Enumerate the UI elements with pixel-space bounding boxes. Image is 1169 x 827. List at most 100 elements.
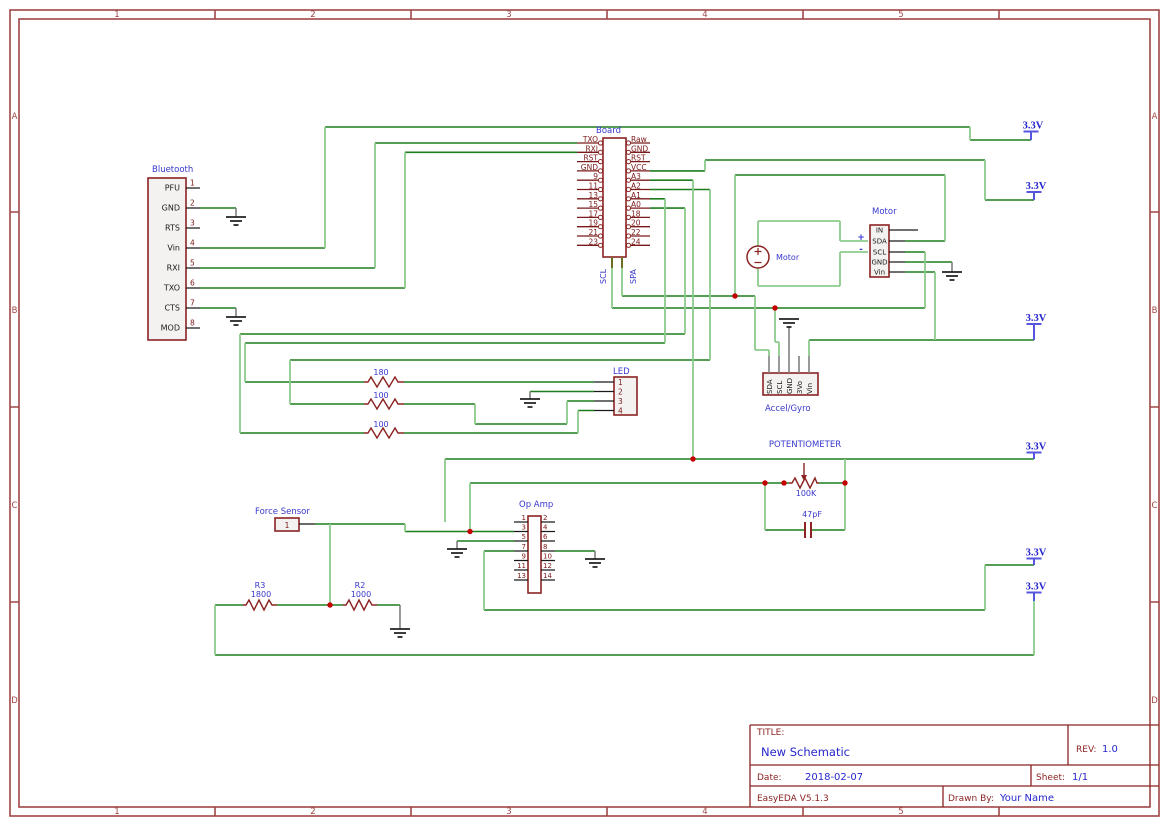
pin-number: 8 <box>190 319 195 328</box>
pin-number: 5 <box>522 533 526 541</box>
power-flag-3v3[interactable]: 3.3V 3.3V 3.3V 3.3V 3.3V 3.3V <box>1023 121 1047 602</box>
row-label: B <box>1152 306 1158 316</box>
pin-name: Vin <box>806 383 814 394</box>
capacitor-47pf[interactable]: 47pF <box>802 510 822 538</box>
pin-number: 2 <box>190 199 195 208</box>
accel-gyro-module[interactable]: SDA SCL GND 3Vo Vin Accel/Gyro <box>762 356 819 414</box>
plus-mark: + <box>857 233 865 243</box>
pin-number: 11 <box>517 562 526 570</box>
pin-name: SDA <box>872 238 887 246</box>
force-sensor[interactable]: Force Sensor 1 <box>255 507 315 532</box>
pot-value: 100K <box>796 489 817 498</box>
pin-name: SCL <box>776 381 784 394</box>
pin-number: 14 <box>543 572 552 580</box>
pin-name: A3 <box>631 172 641 181</box>
pin-number: 3 <box>618 397 623 406</box>
ground-symbols[interactable] <box>226 208 962 638</box>
minus-mark: - <box>859 245 863 255</box>
component-label: Op Amp <box>519 500 553 510</box>
title-label: TITLE: <box>756 728 784 738</box>
pin-number: 6 <box>543 533 548 541</box>
pin-name: GND <box>162 204 180 213</box>
pin-name: CTS <box>164 304 180 313</box>
pin-number: 4 <box>543 524 548 532</box>
pin-name: A2 <box>631 182 641 191</box>
component-label: LED <box>613 367 630 377</box>
resistor-r3[interactable]: R3 1800 <box>243 581 277 612</box>
col-label: 5 <box>898 10 903 20</box>
pin-name: 15 <box>588 200 598 209</box>
row-label: D <box>1151 696 1158 706</box>
resistor-100-a[interactable]: 100 <box>364 391 404 411</box>
resistor-r2[interactable]: R2 1000 <box>343 581 377 612</box>
component-label: Board <box>596 126 621 136</box>
component-label: Accel/Gyro <box>765 404 811 414</box>
pin-name: GND <box>581 163 598 172</box>
pin-name: 3Vo <box>796 381 804 394</box>
power-net-label: 3.3V <box>1026 181 1047 192</box>
component-label: Bluetooth <box>152 165 193 175</box>
board-module[interactable]: Board TXO RXI RST GND 9 11 13 15 17 19 2… <box>577 126 650 284</box>
bluetooth-module[interactable]: Bluetooth PFU GND RTS Vin RXI TXO CTS MO… <box>147 165 200 341</box>
pin-name: RST <box>583 154 598 163</box>
pin-number: 1 <box>190 179 195 188</box>
resistor-100-b[interactable]: 100 <box>364 420 404 440</box>
pin-name: GND <box>871 259 887 267</box>
title-block: TITLE: New Schematic REV: 1.0 Date: 2018… <box>749 724 1159 807</box>
potentiometer[interactable]: POTENTIOMETER 100K <box>769 440 841 498</box>
sheet-label: Sheet: <box>1036 773 1065 783</box>
pin-number: 5 <box>190 259 195 268</box>
pin-number: 7 <box>190 299 195 308</box>
pin-name: Vin <box>874 269 885 277</box>
pin-number: 9 <box>522 553 526 561</box>
component-label: Force Sensor <box>255 507 310 517</box>
row-label: B <box>12 306 18 316</box>
sheet-value: 1/1 <box>1072 772 1088 783</box>
row-label: A <box>12 112 18 122</box>
pin-number: 2 <box>618 388 623 397</box>
pin-name: 20 <box>631 219 641 228</box>
pin-name: RST <box>631 154 646 163</box>
col-label: 4 <box>702 10 707 20</box>
pin-name: 23 <box>588 237 598 246</box>
pin-number: 1 <box>285 521 290 530</box>
col-label: 2 <box>310 807 315 817</box>
led-connector[interactable]: LED 1 2 3 4 <box>594 367 638 416</box>
pin-number: 12 <box>543 562 552 570</box>
date-value: 2018-02-07 <box>805 772 863 783</box>
power-net-label: 3.3V <box>1023 121 1044 132</box>
col-label: 3 <box>506 10 511 20</box>
drawn-by-label: Drawn By: <box>948 794 994 804</box>
cap-value: 47pF <box>802 510 822 519</box>
sheet-frame: 1 2 3 4 5 1 2 3 4 5 A B C D A B C D <box>9 9 1160 817</box>
power-net-label: 3.3V <box>1026 313 1047 324</box>
pin-name: GND <box>631 144 648 153</box>
pin-name: 13 <box>588 191 598 200</box>
rev-value: 1.0 <box>1102 744 1118 755</box>
resistor-value: 1000 <box>351 590 371 599</box>
resistor-180[interactable]: 180 <box>364 368 404 389</box>
resistor-name: R3 <box>255 581 266 590</box>
pin-name: RXI <box>167 264 180 273</box>
motor-driver-connector[interactable]: Motor IN SDA SCL GND Vin + - <box>857 207 918 278</box>
pin-number: 6 <box>190 279 195 288</box>
resistor-name: R2 <box>355 581 366 590</box>
opamp-connector[interactable]: Op Amp 1 3 5 7 9 11 13 2 4 6 8 10 12 14 <box>514 500 555 594</box>
col-label: 3 <box>506 807 511 817</box>
pin-name: MOD <box>161 324 180 333</box>
pin-name: 11 <box>588 182 598 191</box>
board-pin-circles <box>597 140 632 248</box>
rev-label: REV: <box>1076 745 1096 755</box>
motor-symbol[interactable]: Motor <box>746 245 800 269</box>
col-label: 2 <box>310 10 315 20</box>
pin-name: 19 <box>588 219 598 228</box>
pin-name: Vin <box>167 244 180 253</box>
resistor-value: 100 <box>373 420 388 429</box>
pin-name: GND <box>786 378 794 394</box>
row-label: C <box>12 501 18 511</box>
pin-name: 18 <box>631 209 641 218</box>
col-label: 5 <box>898 807 903 817</box>
pin-name: 22 <box>631 228 641 237</box>
wires[interactable] <box>200 126 1035 656</box>
